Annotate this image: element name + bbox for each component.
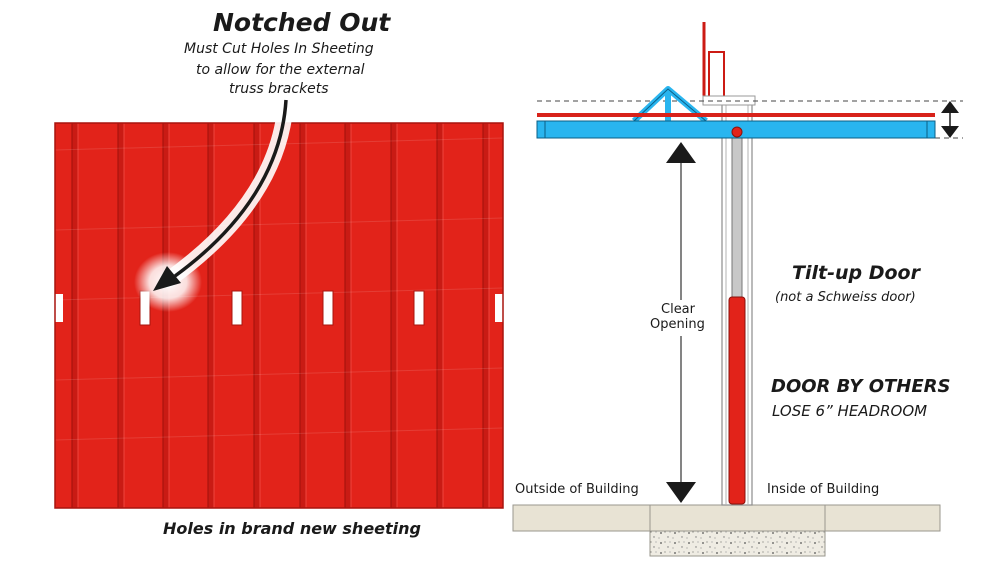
clear-opening-arrow-down [666, 482, 696, 503]
red-metal-sheeting [54, 122, 504, 509]
sheet-rib-7 [345, 123, 351, 508]
sheet-notch-hole-4 [413, 290, 425, 326]
subtitle-line-1: Must Cut Holes In Sheeting [184, 41, 374, 57]
sheet-texture-line-5 [54, 427, 504, 441]
concrete-footing [649, 530, 826, 557]
sheet-rib-9 [437, 123, 443, 508]
notch-arrow-head [153, 266, 181, 291]
headroom-arrow-down [941, 126, 959, 138]
subtitle-line-2: to allow for the external [196, 62, 365, 78]
red-header-plate [708, 51, 725, 103]
sheet-rib-3 [163, 123, 169, 508]
floor-slab-center [649, 504, 826, 532]
floor-slab-inside [824, 504, 941, 532]
clear-opening-line-1: Clear [661, 302, 695, 317]
sheet-texture-line-3 [54, 287, 504, 301]
sheet-rib-4 [208, 123, 214, 508]
cylinder-barrel [728, 296, 746, 505]
sheet-rib-1 [72, 123, 78, 508]
sheeting-caption: Holes in brand new sheeting [163, 519, 421, 538]
notched-out-title: Notched Out [213, 8, 391, 37]
sheet-edge-notch-right [495, 294, 503, 322]
sheet-texture-line-4 [54, 367, 504, 381]
outside-of-building-label: Outside of Building [515, 482, 639, 497]
tilt-up-door-title: Tilt-up Door [792, 262, 920, 284]
sheet-rib-8 [391, 123, 397, 508]
clear-opening-arrow-up [666, 142, 696, 163]
sheet-rib-6 [300, 123, 306, 508]
lose-headroom-label: LOSE 6” HEADROOM [772, 402, 928, 420]
sheet-texture-line-2 [54, 217, 504, 231]
floor-slab-outside [512, 504, 651, 532]
cylinder-pin [731, 126, 743, 138]
red-top-beam [537, 113, 935, 117]
tilt-up-door-subtitle: (not a Schweiss door) [775, 290, 916, 305]
subtitle-line-3: truss brackets [229, 81, 329, 97]
sheet-rib-10 [483, 123, 489, 508]
clear-opening-line-2: Opening [650, 317, 705, 332]
truss-bracket-outline [633, 88, 707, 122]
headroom-arrow-up [941, 101, 959, 113]
sheet-notch-hole-2 [231, 290, 243, 326]
clear-opening-label-bg [648, 300, 714, 336]
sheet-rib-2 [118, 123, 124, 508]
notch-arrow [173, 99, 288, 278]
sheet-rib-5 [254, 123, 260, 508]
door-by-others-title: DOOR BY OTHERS [771, 376, 951, 397]
sheet-edge-notch-left [55, 294, 63, 322]
sheet-panel [55, 123, 503, 508]
cylinder-rod [731, 134, 743, 301]
inside-of-building-label: Inside of Building [767, 482, 880, 497]
sheet-notch-hole-3 [322, 290, 334, 326]
